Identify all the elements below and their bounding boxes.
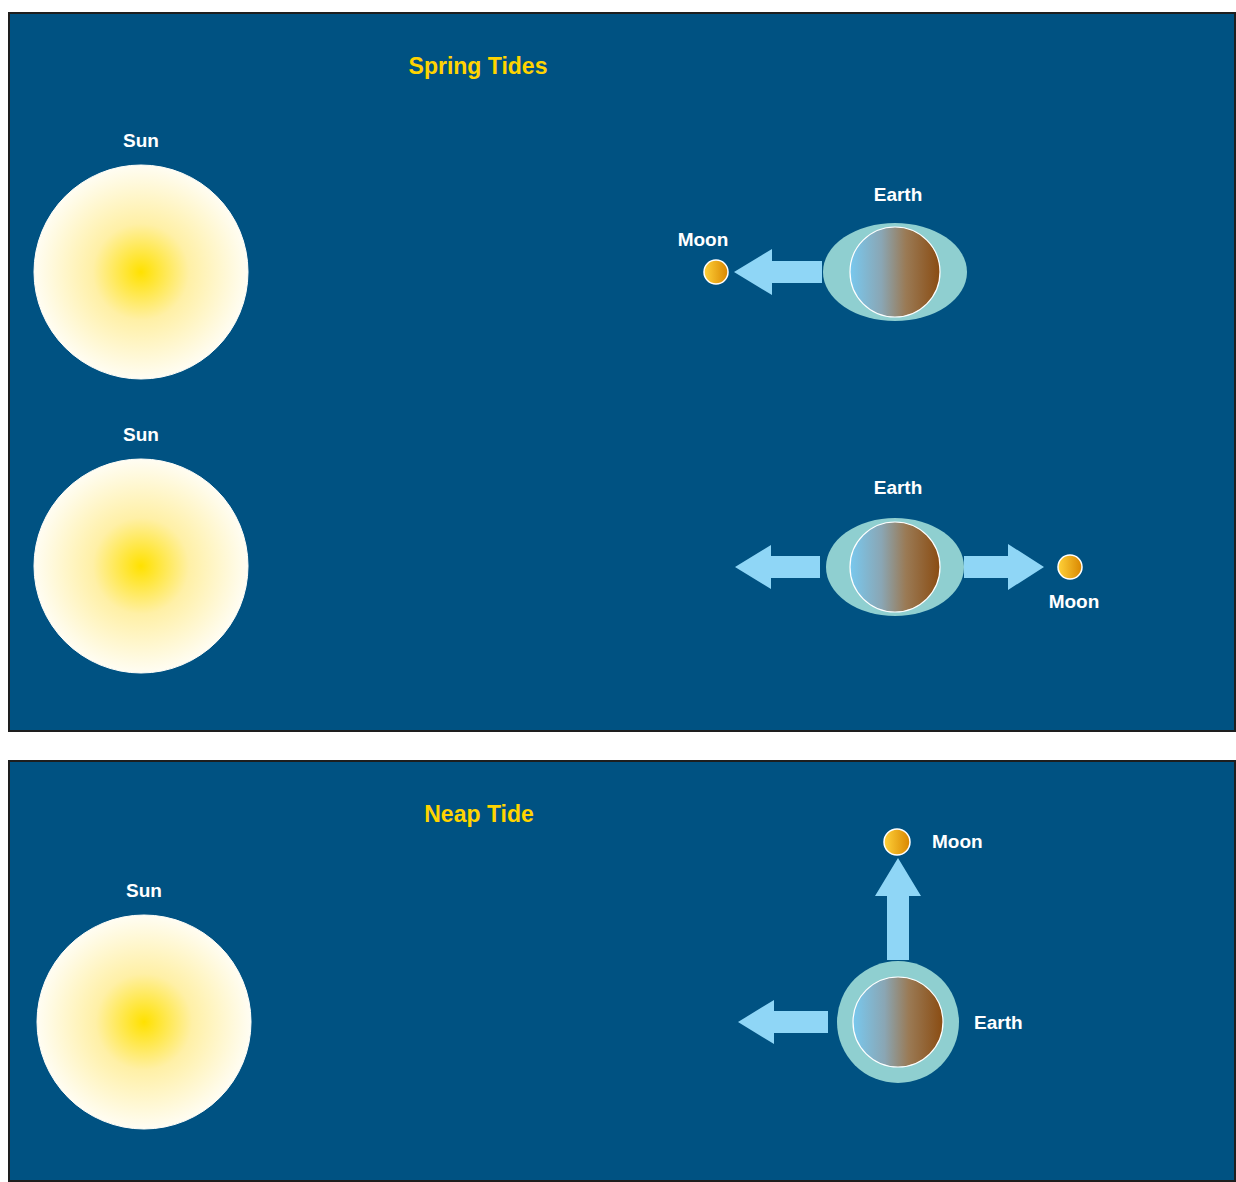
moon-disc bbox=[704, 260, 728, 284]
panel-title: Spring Tides bbox=[409, 52, 548, 80]
sun-pull-arrow bbox=[735, 545, 820, 589]
sun-disc bbox=[37, 915, 251, 1129]
pull-arrow bbox=[734, 249, 822, 295]
earth-figure bbox=[835, 959, 961, 1085]
ocean-bulge bbox=[837, 961, 959, 1083]
moon-figure bbox=[1056, 553, 1084, 581]
moon-body: Moon bbox=[883, 828, 995, 858]
earth-disc bbox=[853, 977, 943, 1067]
moon-figure bbox=[702, 258, 730, 286]
moon-body: Moon bbox=[1044, 553, 1106, 616]
pull-arrow bbox=[964, 544, 1044, 590]
sun-disc bbox=[34, 459, 248, 673]
earth-figure bbox=[821, 221, 969, 323]
body-label: Sun bbox=[123, 129, 159, 153]
panel-ground bbox=[8, 760, 1236, 1182]
sun-figure bbox=[35, 913, 253, 1131]
ocean-bulge bbox=[826, 518, 964, 616]
moon-figure bbox=[882, 827, 912, 857]
ocean-bulge bbox=[823, 223, 967, 321]
sun-figure bbox=[32, 457, 250, 675]
sun-pull-arrow bbox=[738, 1000, 828, 1044]
body-label: Moon bbox=[932, 830, 983, 854]
pull-arrow bbox=[875, 858, 921, 960]
earth-body: Earth bbox=[826, 476, 964, 617]
earth-body: Earth bbox=[836, 960, 1036, 1085]
body-label: Earth bbox=[874, 476, 923, 500]
body-label: Sun bbox=[123, 423, 159, 447]
sun-body: Sun bbox=[36, 878, 252, 1131]
tide-panel: SunEarth Moon Neap Tide bbox=[8, 760, 1236, 1182]
body-label: Moon bbox=[1049, 590, 1100, 614]
sun-body: Sun bbox=[34, 128, 248, 382]
earth-body: Earth bbox=[822, 182, 968, 323]
sun-figure bbox=[32, 163, 250, 381]
body-label: Earth bbox=[874, 183, 923, 207]
panel-title: Neap Tide bbox=[424, 800, 534, 828]
body-label: Earth bbox=[974, 1011, 1023, 1035]
body-label: Sun bbox=[126, 879, 162, 903]
moon-body: Moon bbox=[676, 228, 734, 286]
moon-disc bbox=[884, 829, 910, 855]
tide-panel: SunEarthMoonSunEarthMoonSpring Tides bbox=[8, 12, 1236, 732]
earth-disc bbox=[850, 522, 940, 612]
earth-figure bbox=[824, 516, 966, 618]
earth-disc bbox=[850, 227, 940, 317]
body-label: Moon bbox=[678, 228, 729, 252]
moon-disc bbox=[1058, 555, 1082, 579]
sun-disc bbox=[34, 165, 248, 379]
sun-body: Sun bbox=[34, 422, 248, 676]
panel-ground bbox=[8, 12, 1236, 732]
